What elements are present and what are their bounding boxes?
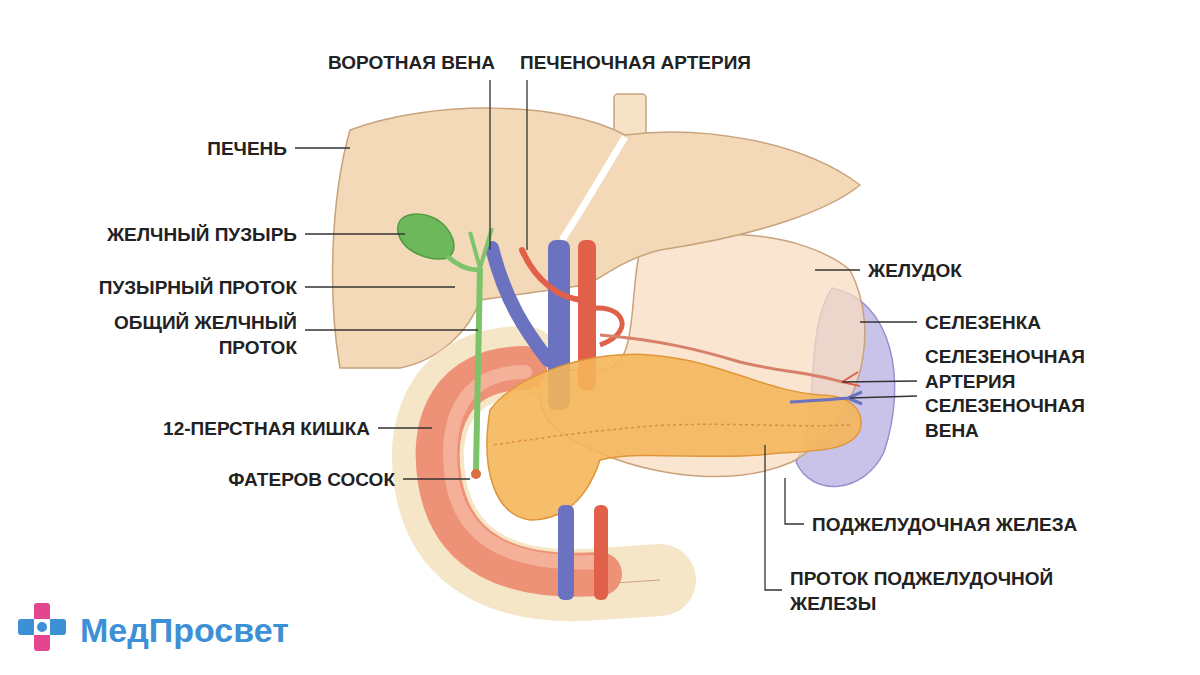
anatomy-label: ЖЕЛУДОК [868, 258, 962, 283]
anatomy-label: СЕЛЕЗЕНОЧНАЯ АРТЕРИЯ [925, 344, 1125, 394]
anatomy-label: ПЕЧЕНОЧНАЯ АРТЕРИЯ [520, 50, 751, 75]
anatomy-label: ПЕЧЕНЬ [207, 136, 287, 161]
anatomy-label: СЕЛЕЗЕНКА [925, 310, 1041, 335]
anatomy-label: 12-ПЕРСТНАЯ КИШКА [163, 416, 370, 441]
anatomy-label: ЖЕЛЧНЫЙ ПУЗЫРЬ [107, 222, 297, 247]
anatomy-label: СЕЛЕЗЕНОЧНАЯ ВЕНА [925, 393, 1125, 443]
anatomy-label: ПОДЖЕЛУДОЧНАЯ ЖЕЛЕЗА [812, 512, 1077, 537]
watermark-logo: МедПросвет [80, 610, 289, 650]
anatomy-label: ПУЗЫРНЫЙ ПРОТОК [99, 275, 297, 300]
logo-icon [18, 603, 66, 651]
anatomy-label: ПРОТОК ПОДЖЕЛУДОЧНОЙ ЖЕЛЕЗЫ [790, 566, 1100, 616]
anatomy-label: ВОРОТНАЯ ВЕНА [328, 50, 495, 75]
anatomy-label: ОБЩИЙ ЖЕЛЧНЫЙ ПРОТОК [97, 310, 297, 360]
anatomy-label: ФАТЕРОВ СОСОК [228, 467, 395, 492]
